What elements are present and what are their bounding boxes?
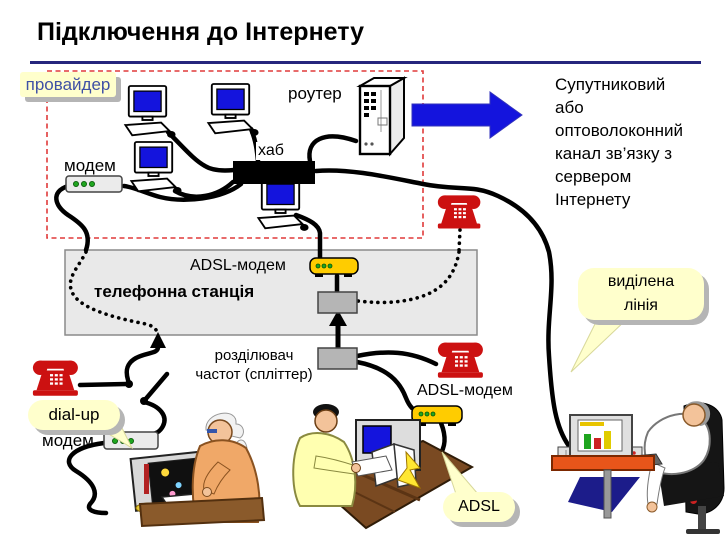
dedicated-line-callout-line2: лінія xyxy=(624,297,658,314)
dedicated-line-cable xyxy=(313,168,572,449)
telephone-icon-left xyxy=(32,360,78,396)
user-adsl-modem-device xyxy=(411,405,463,426)
provider-dashed-border xyxy=(46,70,424,239)
dialup-callout: dial-up xyxy=(28,400,120,430)
switch-blade xyxy=(141,371,170,404)
telephone-icon-right xyxy=(437,342,483,378)
dialup-modem-label: модем xyxy=(42,431,94,450)
provider-pc-2 xyxy=(207,83,260,137)
up-arrowhead xyxy=(329,310,347,326)
dedicated-line-callout: виділена лінія xyxy=(578,268,704,320)
provider-label: провайдер xyxy=(20,72,116,97)
channel-note-line: оптоволоконний xyxy=(555,121,684,140)
provider-modem-label: модем xyxy=(64,156,116,175)
adsl-callout: ADSL xyxy=(443,492,515,522)
dedicated-line-callout-line1: виділена xyxy=(607,273,675,290)
provider-pc-1 xyxy=(124,85,177,139)
provider-modem-device xyxy=(65,175,123,193)
adsl-user-illustration xyxy=(292,404,475,530)
splitter-box-icon xyxy=(317,291,358,314)
right-arrow-icon xyxy=(411,91,523,139)
channel-note-line: або xyxy=(555,98,584,117)
up-arrowhead xyxy=(150,332,166,348)
server-tower-icon xyxy=(356,76,408,157)
title-underline xyxy=(30,61,701,64)
channel-note: Супутниковий або оптоволоконний канал зв… xyxy=(555,73,683,211)
splitter-arrow xyxy=(329,310,347,349)
station-adsl-modem-device xyxy=(309,257,359,277)
hub-bar-icon xyxy=(233,161,315,184)
network-cables xyxy=(54,126,572,516)
channel-note-line: сервером xyxy=(555,167,632,186)
router-label: роутер xyxy=(288,84,342,103)
telephone-icon-top xyxy=(437,195,481,229)
dialup-switch xyxy=(125,332,166,405)
phone-circuit-dotted-lines xyxy=(68,228,462,335)
dedicated-bubble-tail xyxy=(570,317,630,373)
splitter-label-line2: частот (спліттер) xyxy=(195,366,313,383)
dialup-user-illustration xyxy=(129,412,266,528)
splitter-label: розділювач частот (спліттер) xyxy=(178,346,330,384)
splitter-label-line1: розділювач xyxy=(214,347,294,364)
provider-pc-3 xyxy=(130,141,183,195)
station-adsl-modem-label: ADSL-модем xyxy=(190,257,286,274)
user-adsl-modem-label: ADSL-модем xyxy=(417,382,513,399)
channel-note-line: канал зв’язку з xyxy=(555,144,672,163)
hub-label: хаб xyxy=(256,142,286,160)
dedicated-user-illustration xyxy=(551,401,725,534)
channel-note-line: Супутниковий xyxy=(555,75,666,94)
page-title: Підключення до Інтернету xyxy=(37,18,365,46)
telephone-station-box xyxy=(64,249,478,336)
telephone-station-label: телефонна станція xyxy=(94,282,255,301)
channel-note-line: Інтернету xyxy=(555,190,631,209)
splitter-box-icon xyxy=(317,347,358,370)
provider-pc-4 xyxy=(257,178,310,232)
